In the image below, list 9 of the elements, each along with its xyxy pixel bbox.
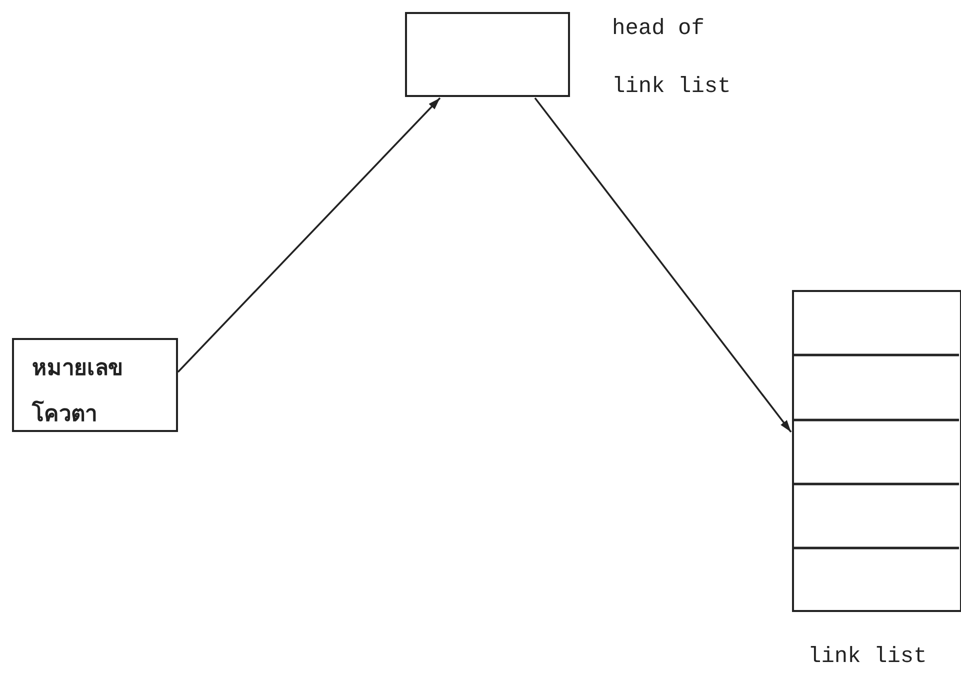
arrow: [534, 97, 792, 433]
text-box: [12, 338, 178, 432]
list-box: [792, 290, 961, 612]
node-label: link list: [808, 643, 928, 671]
node-label: head of link list: [612, 15, 732, 101]
arrow: [177, 97, 441, 373]
box: [405, 12, 570, 97]
box-label: หมายเลข: [32, 355, 123, 383]
box-label: โควตา: [32, 400, 97, 429]
